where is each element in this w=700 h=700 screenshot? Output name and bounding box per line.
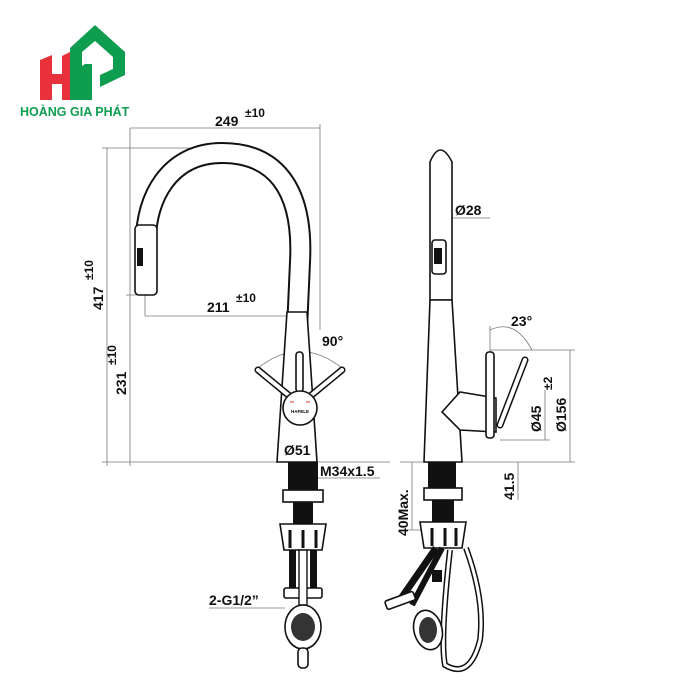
- hose-left: [289, 550, 296, 590]
- logo-h-red: [40, 52, 70, 100]
- side-faucet: [384, 149, 529, 673]
- front-labels: 249 ±10 417 ±10 231 ±10 211 ±10 90° Ø51 …: [82, 106, 375, 609]
- reach-tolerance: ±10: [236, 291, 256, 305]
- side-hose-2: [409, 546, 445, 607]
- lever-hub: [282, 390, 318, 426]
- side-labels: Ø28 23° ±2 Ø45 Ø156 41.5 40Max.: [395, 202, 569, 536]
- brand-badge: HAFELE: [291, 409, 309, 414]
- lever-tolerance: ±2: [541, 376, 555, 390]
- width-tolerance: ±10: [245, 106, 265, 120]
- side-body: [423, 299, 463, 463]
- hose-right: [310, 550, 317, 590]
- base-diameter: Ø51: [284, 442, 311, 458]
- spout-diameter: Ø28: [455, 202, 482, 218]
- side-spout: [429, 149, 453, 301]
- spray-head: [134, 224, 158, 296]
- threaded-shank: [288, 462, 318, 490]
- logo-roof-green: [70, 25, 125, 100]
- height-total: 417: [90, 286, 106, 310]
- offset: 41.5: [501, 473, 517, 500]
- body-height-tolerance: ±10: [105, 345, 119, 365]
- thread-size: M34x1.5: [320, 463, 375, 479]
- logo-one-green: [76, 64, 92, 100]
- hose-connection: 2-G1/2”: [209, 592, 259, 608]
- brand-name: HOÀNG GIA PHÁT: [20, 104, 130, 119]
- logo: HOÀNG GIA PHÁT: [20, 25, 130, 119]
- reach: 211: [207, 299, 230, 315]
- width-total: 249: [215, 113, 239, 129]
- body-height: 231: [113, 371, 129, 395]
- lever-tilt: 23°: [511, 313, 532, 329]
- side-lever-hub: [440, 391, 497, 433]
- side-hose-1: [397, 546, 439, 602]
- lever-height: Ø156: [553, 398, 569, 432]
- lever-diameter: Ø45: [528, 405, 544, 432]
- lever-angle: 90°: [322, 333, 343, 349]
- deck-thickness: 40Max.: [395, 489, 411, 536]
- front-faucet: HAFELE: [134, 141, 346, 669]
- height-tolerance: ±10: [82, 260, 96, 280]
